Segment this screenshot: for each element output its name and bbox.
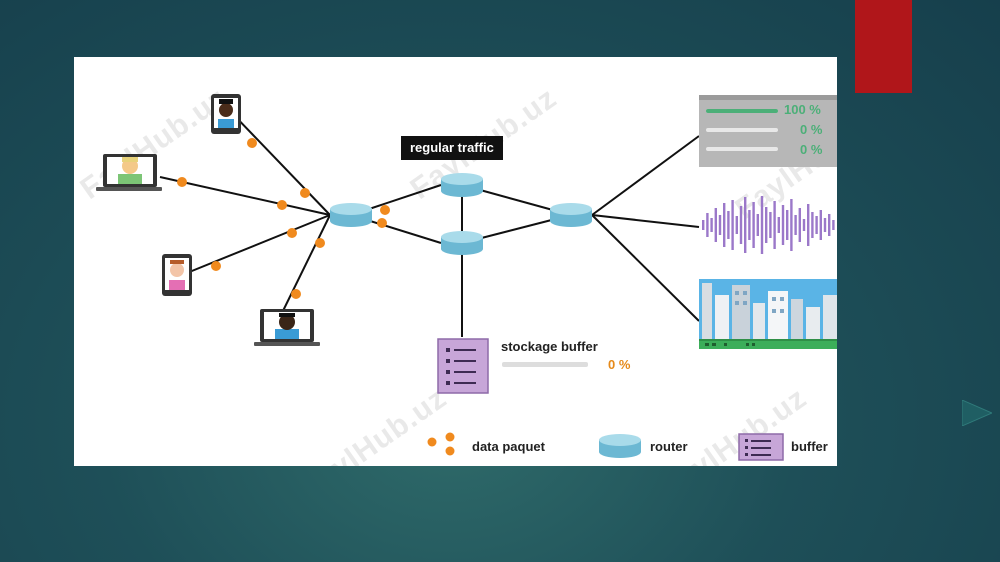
waveform-bar (819, 210, 822, 240)
waveform-bar (781, 205, 785, 245)
buffer-stack-icon (437, 338, 489, 394)
router-edge (330, 203, 372, 227)
waveform-bar (735, 216, 738, 234)
router-legend-icon (599, 434, 641, 458)
progress-panel-icon (699, 95, 837, 167)
diagram-canvas (96, 94, 837, 461)
waveform-bar (802, 219, 806, 231)
laptop-user-icon (96, 154, 162, 191)
waveform-bar (739, 206, 743, 244)
packet-legend-icon (427, 432, 455, 456)
traffic-label: regular traffic (401, 136, 503, 160)
waveform-bar (832, 220, 835, 230)
waveform-bar (811, 212, 814, 238)
waveform-bar (714, 208, 717, 242)
stream-percent-2: 0 % (800, 122, 823, 137)
waveform-bar (769, 212, 772, 238)
waveform-bar (786, 210, 789, 240)
network-diagram: FaylHub.uz FaylHub.uz FaylHub.uz FaylHub… (74, 57, 837, 466)
waveform-bar (731, 200, 734, 250)
audio-waveform-icon (702, 196, 835, 254)
legend-buffer-label: buffer (791, 439, 828, 454)
buffer-title: stockage buffer (501, 339, 598, 354)
waveform-bar (828, 214, 831, 236)
waveform-bar (756, 214, 759, 236)
waveform-bar (807, 204, 810, 246)
data-packets (177, 138, 390, 299)
waveform-bar (744, 197, 747, 253)
waveform-bar (710, 218, 713, 232)
phone-user-icon (162, 254, 192, 296)
buffer-fill-track (502, 362, 588, 367)
waveform-bar (765, 207, 768, 243)
waveform-bar (823, 218, 827, 232)
waveform-bar (760, 196, 764, 254)
waveform-bar (794, 215, 797, 235)
waveform-bar (706, 213, 709, 237)
stream-percent-1: 100 % (784, 102, 821, 117)
waveform-bar (727, 211, 730, 239)
router-top (441, 173, 483, 197)
waveform-bar (723, 203, 726, 247)
router-exit (550, 203, 592, 227)
waveform-bar (773, 201, 776, 249)
waveform-bar (718, 215, 722, 235)
waveform-bar (798, 208, 801, 242)
legend-packet-label: data paquet (472, 439, 545, 454)
waveform-bar (748, 210, 751, 240)
buffer-legend-icon (738, 433, 784, 461)
router-bottom (441, 231, 483, 255)
waveform-bar (815, 216, 818, 234)
slide-accent-bar (855, 0, 912, 93)
phone-user-icon (211, 94, 241, 134)
waveform-bar (702, 220, 705, 230)
waveform-bar (752, 202, 755, 248)
video-city-icon (699, 279, 837, 349)
stream-percent-3: 0 % (800, 142, 823, 157)
buffer-percent: 0 % (608, 357, 631, 372)
waveform-bar (777, 217, 780, 233)
waveform-bar (790, 199, 793, 251)
laptop-user-icon (254, 309, 320, 346)
legend-router-label: router (650, 439, 688, 454)
slide-arrow-icon (962, 400, 992, 426)
